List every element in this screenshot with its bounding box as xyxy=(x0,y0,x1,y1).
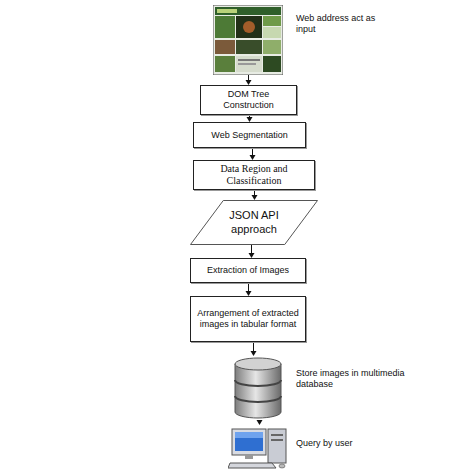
node-label: Web Segmentation xyxy=(208,130,290,141)
computer-icon xyxy=(228,425,290,470)
node-label: Extraction of Images xyxy=(204,265,292,276)
side-label: Store images in multimedia database xyxy=(296,368,406,391)
process-box: DOM Tree Construction xyxy=(200,85,297,115)
io-parallelogram: JSON API approach xyxy=(190,200,318,245)
process-box: Extraction of Images xyxy=(190,258,306,283)
flow-arrow xyxy=(250,148,256,160)
flow-arrow xyxy=(251,342,257,356)
webpage-input: Web address act as input xyxy=(213,5,283,75)
flow-arrow xyxy=(252,190,258,200)
database-cylinder xyxy=(233,356,283,420)
node-label: Data Region and Classification xyxy=(194,163,314,187)
user-node: Query by user xyxy=(228,425,290,470)
side-label: Query by user xyxy=(296,438,386,449)
node-label: JSON API approach xyxy=(219,209,289,235)
webpage-screenshot xyxy=(213,5,283,75)
process-box: Data Region and Classification xyxy=(193,160,315,190)
flow-arrow xyxy=(246,75,252,85)
flow-arrow xyxy=(249,245,255,258)
flow-arrow xyxy=(246,283,252,296)
node-label: Arrangement of extracted images in tabul… xyxy=(191,308,305,330)
flow-arrow xyxy=(247,115,253,122)
database-node: Store images in multimedia database xyxy=(233,356,283,420)
process-box: Web Segmentation xyxy=(193,122,306,148)
process-box: Arrangement of extracted images in tabul… xyxy=(190,296,306,342)
side-label: Web address act as input xyxy=(296,13,391,36)
node-label: DOM Tree Construction xyxy=(201,89,296,111)
flow-arrow xyxy=(257,420,263,425)
